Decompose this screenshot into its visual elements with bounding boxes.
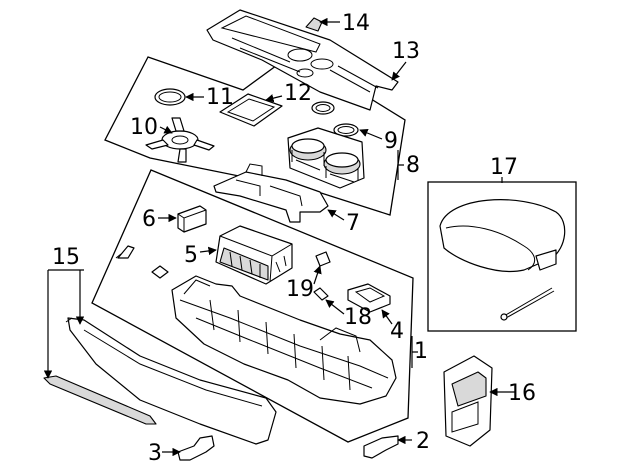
part-14-clip <box>305 17 323 32</box>
part-2-bracket <box>363 435 399 459</box>
callout-6: 6 <box>142 207 156 232</box>
callout-4: 4 <box>390 319 404 344</box>
callout-15: 15 <box>52 245 80 270</box>
callout-9: 9 <box>384 129 398 154</box>
part-8-cupholder-assembly <box>287 127 365 189</box>
part-15-side-trim <box>43 317 277 445</box>
callout-5: 5 <box>184 243 198 268</box>
part-19-clip <box>315 251 331 267</box>
part-4-tray <box>347 283 391 313</box>
hardware-clip-a <box>115 245 135 259</box>
callout-16: 16 <box>508 381 536 406</box>
callout-2: 2 <box>416 429 430 454</box>
part-1-console-base <box>171 275 397 405</box>
leader-lines <box>43 17 516 457</box>
callout-1: 1 <box>414 339 428 364</box>
callout-17: 17 <box>490 155 518 180</box>
part-11-ring <box>154 88 186 106</box>
callout-12: 12 <box>284 81 312 106</box>
part-10-spring-ring <box>145 117 215 163</box>
callout-10: 10 <box>130 115 158 140</box>
part-9-cupholder-ring <box>311 101 359 137</box>
part-13-top-trim-panel <box>206 9 399 111</box>
callout-11: 11 <box>206 85 234 110</box>
part-16-rear-panel <box>443 355 493 447</box>
group-box-1 <box>91 169 414 443</box>
callout-7: 7 <box>346 211 360 236</box>
callout-13: 13 <box>392 39 420 64</box>
callout-3: 3 <box>148 441 162 466</box>
group-box-8 <box>104 51 406 216</box>
part-5-storage-bin <box>215 225 293 285</box>
callout-19: 19 <box>286 277 314 302</box>
callout-8: 8 <box>406 153 420 178</box>
part-17-armrest-lid <box>439 199 566 321</box>
part-7-bracket <box>213 163 329 223</box>
hardware-clip-b <box>151 265 169 279</box>
part-6-block <box>177 205 207 233</box>
part-18-clip <box>313 287 329 301</box>
callout-18: 18 <box>344 305 372 330</box>
callout-labels: 14 13 11 12 10 9 8 17 7 6 5 15 19 18 4 1… <box>52 11 536 466</box>
part-3-bracket <box>177 435 215 461</box>
callout-14: 14 <box>342 11 370 36</box>
